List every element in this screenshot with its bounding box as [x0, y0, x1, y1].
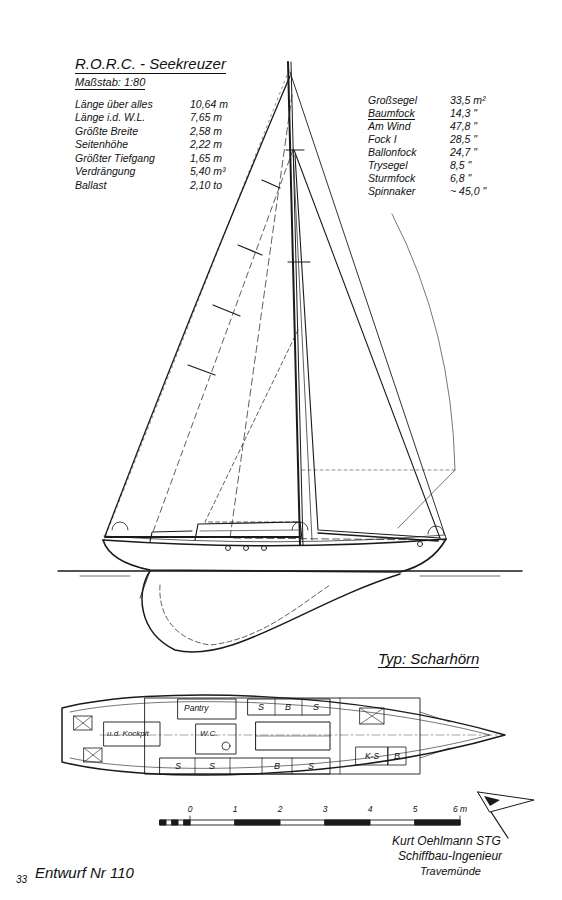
dimension-name: Größte Breite: [75, 126, 138, 137]
dimension-name: Seitenhöhe: [75, 139, 128, 150]
sail-name: Sturmfock: [368, 173, 415, 184]
room-label: B: [394, 752, 400, 761]
room-label: Pantry: [184, 704, 209, 713]
scale-number: 1: [233, 805, 238, 814]
sail-area-value: 47,8 ": [450, 121, 477, 132]
room-label: B: [274, 762, 280, 771]
sail-area-value: 6,8 ": [450, 173, 471, 184]
boom: [105, 536, 300, 538]
dimension-name: Länge i.d. W.L.: [75, 112, 145, 123]
dimension-name: Größter Tiefgang: [75, 153, 155, 164]
dimension-name: Ballast: [75, 180, 107, 191]
cockpit: [104, 722, 160, 746]
dimension-value: 5,40 m³: [190, 166, 226, 177]
deck-plan-outline: [62, 695, 505, 775]
dimension-value: 2,58 m: [190, 126, 222, 137]
type-name: Typ: Scharhörn: [378, 651, 479, 668]
headstay: [290, 72, 446, 538]
rudder: [140, 571, 150, 598]
keel: [142, 571, 400, 652]
sail-area-value: 33,5 m²: [450, 95, 486, 106]
sail-name: Am Wind: [368, 121, 411, 132]
scale-number: 3: [323, 805, 328, 814]
dimension-value: 1,65 m: [190, 153, 222, 164]
bunk: [248, 699, 330, 715]
club-pennant: [478, 792, 534, 838]
room-label: S: [313, 703, 319, 712]
designer-title: Schiffbau-Ingenieur: [398, 850, 502, 862]
mast: [288, 62, 300, 545]
scale-bar: [160, 816, 460, 825]
scale-number: 5: [413, 805, 418, 814]
drawing-number: Entwurf Nr 110: [35, 865, 134, 880]
cabin-walls: [145, 698, 420, 774]
genoa-outline: [230, 95, 444, 540]
sail-area-value: ~ 45,0 ": [450, 186, 486, 197]
scale-note: Maßstab: 1:80: [75, 77, 145, 90]
sheer-line: [103, 539, 446, 546]
locker: [356, 747, 388, 765]
bunk: [160, 758, 330, 774]
forestay: [294, 150, 440, 538]
sail-area-value: 24,7 ": [450, 147, 477, 158]
ballast-line: [160, 585, 330, 645]
dimension-value: 2,22 m: [190, 139, 222, 150]
batten: [262, 180, 280, 188]
room-label: S: [308, 762, 314, 771]
sail-name: Fock I: [368, 134, 397, 145]
room-label: u.d. Kockpit: [107, 730, 149, 738]
runner: [150, 150, 293, 540]
sail-name: Ballonfock: [368, 147, 416, 158]
page-number: 33: [16, 875, 27, 885]
staysail: [295, 155, 440, 538]
dimension-value: 7,65 m: [190, 112, 222, 123]
dimension-name: Verdrängung: [75, 166, 135, 177]
room-label: S: [175, 762, 181, 771]
sail-area-value: 14,3 ": [450, 108, 477, 119]
sail-name: Baumfock: [368, 108, 415, 121]
spreader: [286, 150, 304, 151]
trysail-outline: [205, 330, 300, 522]
wc-room: [196, 724, 236, 754]
room-label: S: [209, 762, 215, 771]
scale-number: 6 m: [453, 805, 467, 814]
room-label: B: [285, 703, 291, 712]
hull-profile: [103, 539, 446, 572]
dimension-value: 10,64 m: [190, 99, 228, 110]
sail-name: Großsegel: [368, 95, 417, 106]
room-label: W.C.: [200, 730, 217, 738]
sail-area-value: 8,5 ": [450, 160, 471, 171]
sail-area-value: 28,5 ": [450, 134, 477, 145]
room-label: K-S: [365, 752, 379, 761]
scale-number: 2: [278, 805, 283, 814]
designer-place: Travemünde: [420, 866, 481, 877]
drawing-title: R.O.R.C. - Seekreuzer: [75, 56, 226, 74]
pantry: [178, 699, 236, 719]
dimension-value: 2,10 to: [190, 180, 222, 191]
sail-name: Spinnaker: [368, 186, 415, 197]
scale-number: 0: [188, 805, 193, 814]
cabin-table: [256, 722, 330, 750]
room-label: S: [258, 703, 264, 712]
dimension-name: Länge über alles: [75, 99, 153, 110]
scale-number: 4: [368, 805, 373, 814]
designer-name: Kurt Oehlmann STG: [392, 835, 501, 847]
spinnaker-outline: [392, 214, 455, 528]
sail-name: Trysegel: [368, 160, 407, 171]
